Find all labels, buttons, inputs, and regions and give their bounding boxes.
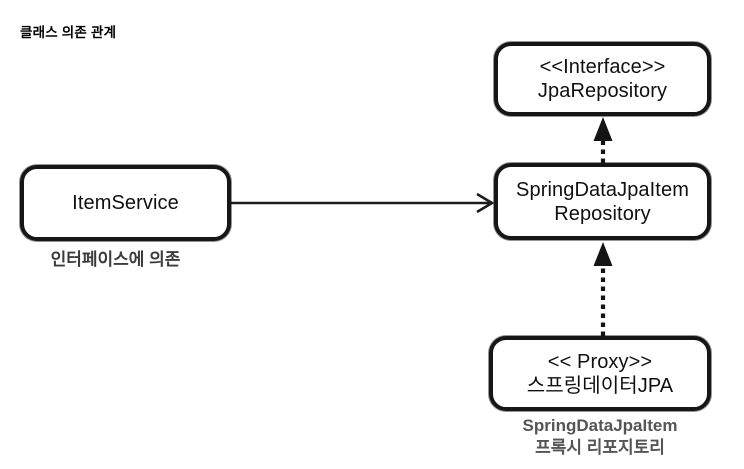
caption-interface-dependency: 인터페이스에 의존 — [50, 250, 181, 269]
caption-proxy-repository: SpringDataJpaItem 프록시 리포지토리 — [489, 415, 711, 459]
node-sdji-repo-name-line1: SpringDataJpaItem — [516, 178, 689, 201]
node-jpa-repository-stereotype: <<Interface>> — [539, 56, 666, 78]
node-jpa-repository-name: JpaRepository — [537, 80, 668, 102]
caption-proxy-line1: SpringDataJpaItem — [522, 416, 678, 435]
node-jpa-repository: <<Interface>> JpaRepository — [494, 42, 711, 116]
node-spring-data-jpa-item-repository: SpringDataJpaItem Repository — [494, 163, 711, 240]
node-item-service: ItemService — [20, 165, 231, 241]
arrow-itemservice-to-repository — [231, 192, 495, 214]
arrow-proxy-to-repository — [593, 242, 613, 336]
node-proxy-stereotype: << Proxy>> — [547, 350, 653, 373]
node-item-service-name: ItemService — [72, 192, 179, 214]
arrow-repository-to-jparepository — [593, 117, 613, 163]
node-sdji-repo-name-line2: Repository — [554, 202, 651, 225]
node-proxy: << Proxy>> 스프링데이터JPA — [489, 336, 711, 411]
node-proxy-name: 스프링데이터JPA — [526, 374, 674, 397]
diagram-title: 클래스 의존 관계 — [20, 25, 117, 40]
caption-proxy-line2: 프록시 리포지토리 — [535, 438, 665, 457]
